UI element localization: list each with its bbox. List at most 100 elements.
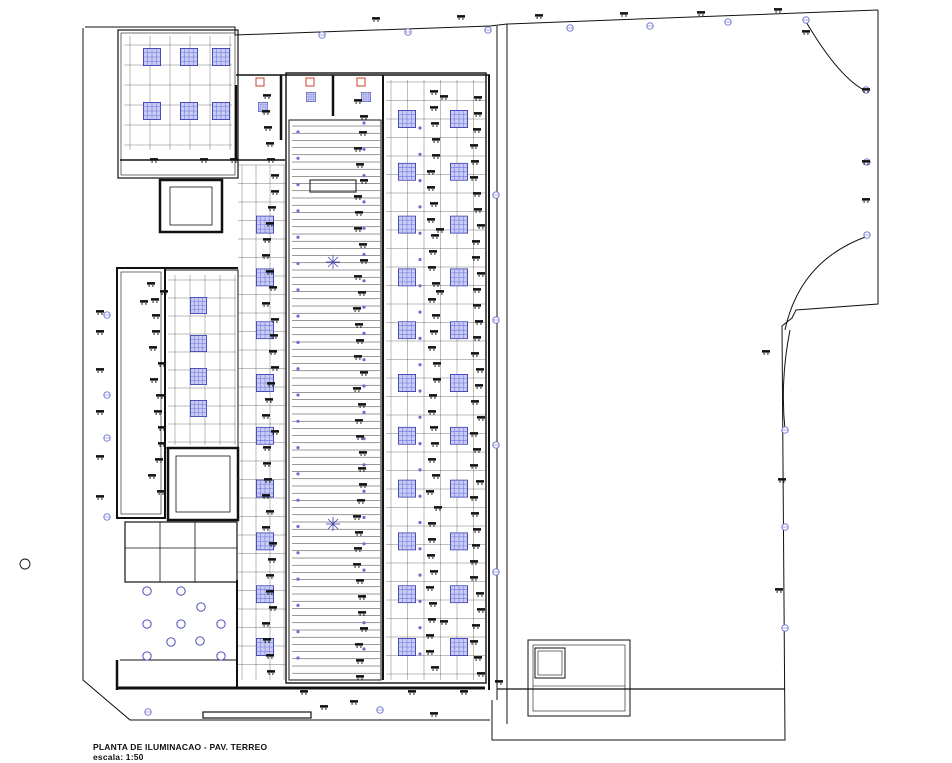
spot-light-dot: [296, 498, 300, 502]
square-led-panel-icon: [450, 638, 468, 656]
circuit-tag-icon: [354, 195, 362, 200]
spot-light-dot: [418, 205, 422, 209]
spot-light-dot: [296, 209, 300, 213]
circuit-tag-icon: [358, 467, 366, 472]
square-led-panel-icon: [180, 48, 198, 66]
circuit-tag-icon: [354, 275, 362, 280]
spot-light-dot: [296, 419, 300, 423]
square-led-panel-icon: [450, 268, 468, 287]
circuit-tag-icon: [473, 192, 481, 197]
circuit-tag-icon: [471, 352, 479, 357]
square-led-panel-icon: [256, 585, 274, 604]
square-led-panel-icon: [398, 532, 416, 551]
circuit-tag-icon: [470, 496, 478, 501]
spot-light-dot: [362, 174, 366, 178]
spot-light-dot: [362, 621, 366, 625]
circuit-tag-icon: [477, 416, 485, 421]
round-spotlight-icon: [142, 586, 152, 596]
circuit-tag-icon: [429, 602, 437, 607]
circuit-tag-icon: [354, 227, 362, 232]
circuit-tag-icon: [431, 666, 439, 671]
spot-light-dot: [362, 121, 366, 125]
bathroom-lights: [142, 586, 226, 661]
circuit-tag-icon: [471, 512, 479, 517]
circuit-tag-icon: [152, 330, 160, 335]
circuit-tag-icon: [271, 174, 279, 179]
circuit-tag-icon: [320, 705, 328, 710]
circuit-tag-icon: [359, 451, 367, 456]
round-spotlight-icon: [176, 619, 186, 629]
spot-light-dot: [296, 367, 300, 371]
square-led-panel-icon: [450, 215, 468, 234]
drawing-title: PLANTA DE ILUMINACAO - PAV. TERREO: [93, 742, 268, 752]
circuit-tag-icon: [470, 464, 478, 469]
square-led-panel-icon: [450, 479, 468, 498]
circuit-tag-icon: [355, 211, 363, 216]
spot-light-dot: [296, 577, 300, 581]
spot-light-dot: [296, 393, 300, 397]
round-spotlight-icon: [196, 602, 206, 612]
square-led-panel-icon: [143, 48, 161, 66]
circuit-tag-icon: [430, 426, 438, 431]
circuit-tag-icon: [477, 672, 485, 677]
spot-light-dot: [362, 463, 366, 467]
circuit-tag-icon: [473, 304, 481, 309]
square-led-panel-icon: [398, 638, 416, 656]
spot-light-dot: [362, 410, 366, 414]
spot-light-dot: [418, 152, 422, 156]
circuit-tag-icon: [427, 554, 435, 559]
circuit-tag-icon: [472, 544, 480, 549]
square-led-panel-icon: [256, 426, 274, 445]
spot-light-dot: [418, 494, 422, 498]
circuit-tag-icon: [473, 528, 481, 533]
circuit-tag-icon: [140, 300, 148, 305]
circuit-tag-icon: [470, 560, 478, 565]
circuit-tag-icon: [476, 592, 484, 597]
spot-light-dot: [296, 551, 300, 555]
square-led-panel-icon: [398, 268, 416, 287]
square-led-panel-icon: [398, 321, 416, 340]
round-spotlight-icon: [142, 619, 152, 629]
spot-light-dot: [362, 384, 366, 388]
round-spotlight-icon: [216, 619, 226, 629]
circuit-tag-icon: [470, 432, 478, 437]
circuit-tag-icon: [428, 538, 436, 543]
circuit-tag-icon: [360, 627, 368, 632]
circuit-tag-icon: [495, 680, 503, 685]
spot-light-dot: [362, 568, 366, 572]
square-led-panel-icon: [190, 335, 207, 352]
spot-light-dot: [418, 284, 422, 288]
circuit-tag-icon: [472, 624, 480, 629]
square-led-panel-icon: [212, 48, 230, 66]
north-reference-circle: [19, 558, 31, 570]
spot-light-dot: [362, 147, 366, 151]
circuit-tag-icon: [358, 611, 366, 616]
light-fixtures: [143, 48, 468, 656]
spot-light-dot: [418, 599, 422, 604]
circuit-tag-icon: [471, 400, 479, 405]
spot-light-dot: [362, 331, 366, 335]
square-led-panel-icon: [306, 92, 316, 102]
circuit-tag-icon: [428, 410, 436, 415]
square-led-panel-icon: [398, 479, 416, 498]
circuit-tag-icon: [470, 144, 478, 149]
circuit-tag-icon: [471, 160, 479, 165]
spot-light-dot: [418, 257, 422, 262]
spot-light-dot: [362, 542, 366, 546]
circuit-tag-icon: [96, 455, 104, 460]
circuit-tag-icon: [147, 282, 155, 287]
square-led-panel-icon: [361, 92, 371, 102]
circuit-tag-icon: [300, 690, 308, 695]
circuit-tag-icon: [262, 526, 270, 531]
circuit-tag-icon: [432, 138, 440, 143]
circuit-tag-icon: [477, 608, 485, 613]
circuit-tag-icon: [476, 480, 484, 485]
spot-light-dot: [296, 156, 300, 160]
circuit-tag-icon: [358, 595, 366, 600]
circuit-tag-icon: [474, 208, 482, 213]
spot-light-dot: [296, 472, 300, 476]
circuit-tag-icon: [472, 256, 480, 261]
spot-light-dot: [362, 252, 366, 257]
square-led-panel-icon: [180, 102, 198, 120]
title-block: PLANTA DE ILUMINACAO - PAV. TERREO escal…: [93, 742, 267, 762]
